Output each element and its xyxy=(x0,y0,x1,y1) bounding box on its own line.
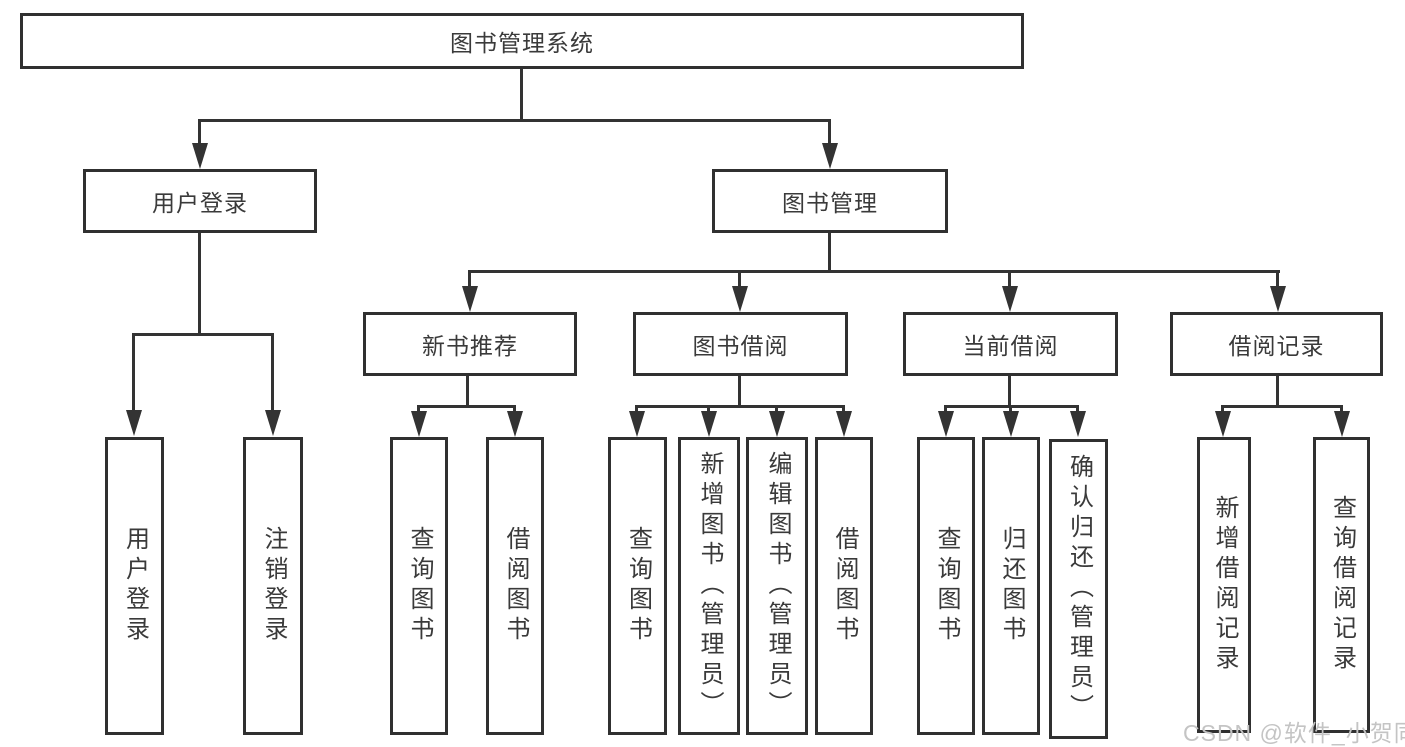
leaf-rec-query-book: 查询图书 xyxy=(390,437,448,735)
connector-newbookrec-drop xyxy=(468,270,471,287)
connector-leaf-stem xyxy=(775,405,778,413)
connector-userlogin-stem xyxy=(198,233,201,336)
leaf-user-login-label: 用户登录 xyxy=(121,526,149,646)
node-book-mgmt-label: 图书管理 xyxy=(782,190,878,216)
arrow-down-icon xyxy=(769,411,785,437)
leaf-rec-query-book-label: 查询图书 xyxy=(406,526,433,646)
connector-borrowrecord-stem xyxy=(1276,376,1279,407)
leaf-current-return-book: 归还图书 xyxy=(982,437,1040,735)
arrow-down-icon xyxy=(507,411,523,437)
connector-bookborrow-drop xyxy=(738,270,741,287)
connector-bookborrow-crossbar xyxy=(637,405,845,408)
arrow-down-icon xyxy=(701,411,717,437)
connector-leaf-stem xyxy=(513,405,516,413)
leaf-current-confirm-return: 确认归还（管理员） xyxy=(1049,439,1108,739)
node-borrow-record-label: 借阅记录 xyxy=(1228,333,1325,359)
arrow-down-icon xyxy=(1003,411,1019,437)
node-new-book-rec: 新书推荐 xyxy=(363,312,577,376)
leaf-borrow-borrow-book: 借阅图书 xyxy=(815,437,873,735)
connector-currentborrow-drop xyxy=(1008,270,1011,287)
arrow-down-icon xyxy=(1002,286,1018,312)
connector-root-userlogin-stem xyxy=(198,119,201,145)
connector-userlogin-crossbar xyxy=(133,333,274,336)
leaf-rec-borrow-book: 借阅图书 xyxy=(486,437,544,735)
node-book-mgmt: 图书管理 xyxy=(712,169,948,233)
connector-borrowrecord-crossbar xyxy=(1223,405,1343,408)
arrow-down-icon xyxy=(411,411,427,437)
arrow-down-icon xyxy=(1270,286,1286,312)
connector-userlogin-right-stem xyxy=(271,333,274,411)
leaf-record-query-label: 查询借阅记录 xyxy=(1328,495,1356,675)
node-new-book-rec-label: 新书推荐 xyxy=(422,333,518,359)
leaf-current-confirm-return-label: 确认归还（管理员） xyxy=(1065,454,1093,724)
arrow-down-icon xyxy=(462,286,478,312)
leaf-borrow-query-book-label: 查询图书 xyxy=(624,526,652,646)
leaf-current-query-book-label: 查询图书 xyxy=(933,526,960,646)
connector-userlogin-left-stem xyxy=(132,333,135,411)
connector-bookmgmt-stem xyxy=(828,233,831,273)
node-book-borrow-label: 图书借阅 xyxy=(692,333,789,359)
arrow-down-icon xyxy=(1215,411,1231,437)
node-current-borrow-label: 当前借阅 xyxy=(962,333,1059,359)
connector-root-stem xyxy=(520,69,523,120)
connector-leaf-stem xyxy=(1009,405,1012,413)
leaf-record-query: 查询借阅记录 xyxy=(1313,437,1370,733)
leaf-borrow-edit-book: 编辑图书（管理员） xyxy=(746,437,808,735)
leaf-logout-label: 注销登录 xyxy=(260,526,287,646)
connector-borrowrecord-drop xyxy=(1276,270,1279,287)
leaf-rec-borrow-book-label: 借阅图书 xyxy=(502,526,529,646)
connector-root-crossbar xyxy=(199,119,831,122)
arrow-down-icon xyxy=(938,411,954,437)
connector-newbookrec-crossbar xyxy=(419,405,516,408)
node-current-borrow: 当前借阅 xyxy=(903,312,1118,376)
arrow-down-icon xyxy=(732,286,748,312)
leaf-user-login: 用户登录 xyxy=(105,437,164,735)
arrow-down-icon xyxy=(1334,411,1350,437)
leaf-record-add: 新增借阅记录 xyxy=(1197,437,1251,733)
node-root-label: 图书管理系统 xyxy=(450,30,594,56)
node-borrow-record: 借阅记录 xyxy=(1170,312,1383,376)
leaf-borrow-query-book: 查询图书 xyxy=(608,437,667,735)
node-user-login: 用户登录 xyxy=(83,169,317,233)
connector-leaf-stem xyxy=(842,405,845,413)
leaf-logout: 注销登录 xyxy=(243,437,303,735)
leaf-current-query-book: 查询图书 xyxy=(917,437,975,735)
node-user-login-label: 用户登录 xyxy=(152,190,248,216)
connector-leaf-stem xyxy=(944,405,947,413)
connector-leaf-stem xyxy=(1076,405,1079,413)
arrow-down-icon xyxy=(822,143,838,169)
arrow-down-icon xyxy=(265,410,281,436)
arrow-down-icon xyxy=(192,143,208,169)
connector-leaf-stem xyxy=(1221,405,1224,413)
arrow-down-icon xyxy=(629,411,645,437)
arrow-down-icon xyxy=(126,410,142,436)
connector-leaf-stem xyxy=(635,405,638,413)
connector-currentborrow-crossbar xyxy=(946,405,1079,408)
leaf-borrow-add-book: 新增图书（管理员） xyxy=(678,437,740,735)
arrow-down-icon xyxy=(1070,411,1086,437)
node-book-borrow: 图书借阅 xyxy=(633,312,848,376)
leaf-borrow-borrow-book-label: 借阅图书 xyxy=(831,526,858,646)
leaf-borrow-edit-book-label: 编辑图书（管理员） xyxy=(764,451,791,721)
connector-leaf-stem xyxy=(1340,405,1343,413)
connector-root-bookmgmt-stem xyxy=(828,119,831,145)
leaf-borrow-add-book-label: 新增图书（管理员） xyxy=(696,451,723,721)
csdn-watermark: CSDN @软件_小贺同学 xyxy=(1183,720,1405,746)
connector-bookborrow-stem xyxy=(738,376,741,407)
leaf-record-add-label: 新增借阅记录 xyxy=(1211,495,1238,675)
connector-leaf-stem xyxy=(707,405,710,413)
connector-newbookrec-stem xyxy=(466,376,469,407)
connector-leaf-stem xyxy=(417,405,420,413)
connector-currentborrow-stem xyxy=(1008,376,1011,407)
leaf-current-return-book-label: 归还图书 xyxy=(998,526,1025,646)
connector-bookmgmt-crossbar xyxy=(468,270,1280,273)
node-root: 图书管理系统 xyxy=(20,13,1024,69)
arrow-down-icon xyxy=(836,411,852,437)
